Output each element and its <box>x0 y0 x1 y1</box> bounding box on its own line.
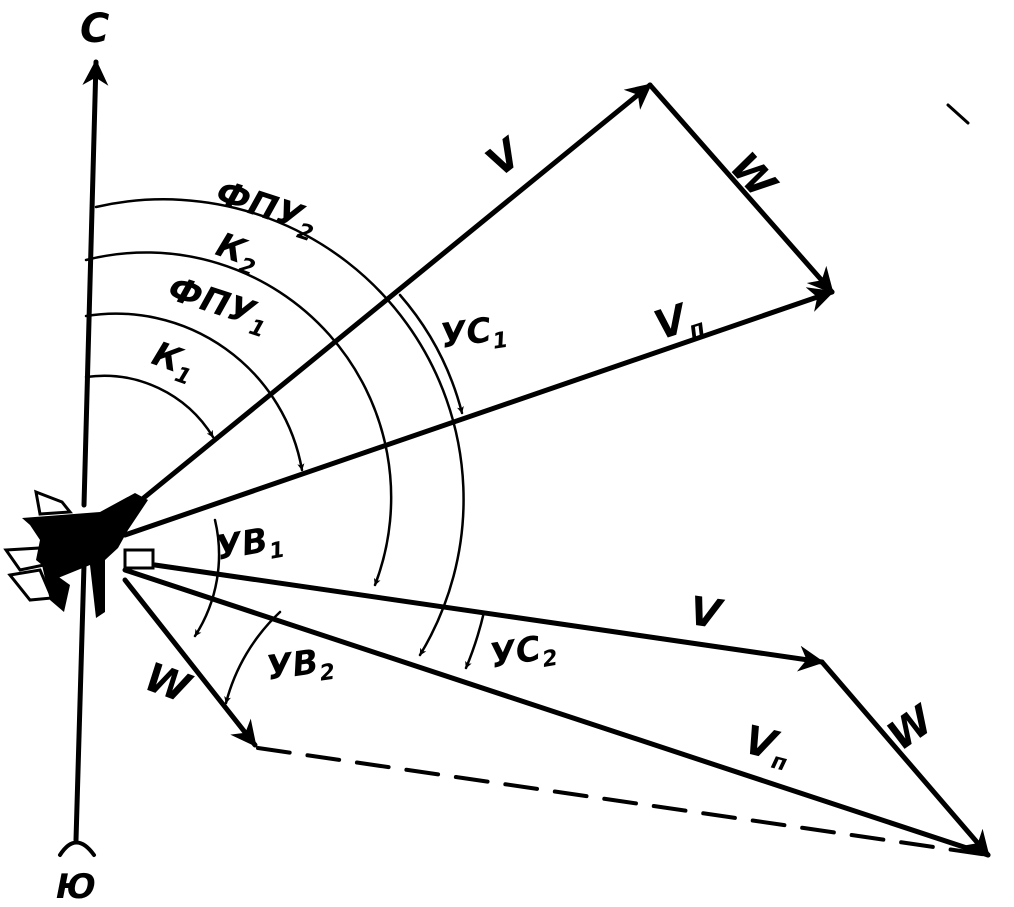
arc-yc1 <box>398 293 464 415</box>
label-yc2: УС2 <box>487 626 560 682</box>
label-vn-top: Vп <box>649 291 708 353</box>
label-v-bottom: V <box>687 588 727 638</box>
label-k2: К2 <box>209 225 265 282</box>
vn-vector-top <box>122 287 835 538</box>
label-yb1: УВ1 <box>213 518 287 574</box>
label-w-bottom: W <box>879 696 943 760</box>
label-yc1: УС1 <box>438 308 510 362</box>
v-vector-top <box>132 82 653 508</box>
arc-k2 <box>84 251 393 587</box>
w-vector-left <box>122 577 258 748</box>
label-vn-bottom: Vп <box>739 717 796 777</box>
label-yb2: УВ2 <box>264 640 337 694</box>
arc-fpu2 <box>94 198 465 657</box>
meridian-south <box>73 562 87 843</box>
w-vector-bottom <box>819 659 991 858</box>
arc-yc2 <box>464 610 486 670</box>
vn-vector-bottom <box>122 567 991 858</box>
label-v-top: V <box>478 129 533 186</box>
w-vector-top <box>647 82 835 295</box>
arc-yb1 <box>193 518 221 638</box>
arc-yb2 <box>224 610 282 705</box>
aircraft-icon <box>3 489 155 618</box>
label-north: С <box>80 6 109 52</box>
meridian-north <box>81 59 109 508</box>
south-tail-arc <box>58 840 96 857</box>
arc-fpu1 <box>84 312 305 472</box>
v-vector-bottom <box>152 562 825 672</box>
label-w-top: W <box>721 144 786 209</box>
label-south: Ю <box>56 867 96 907</box>
stray-mark <box>946 103 970 125</box>
label-k1: К1 <box>145 334 201 391</box>
arc-k1 <box>84 374 215 439</box>
dashed-closing-line <box>256 746 990 857</box>
